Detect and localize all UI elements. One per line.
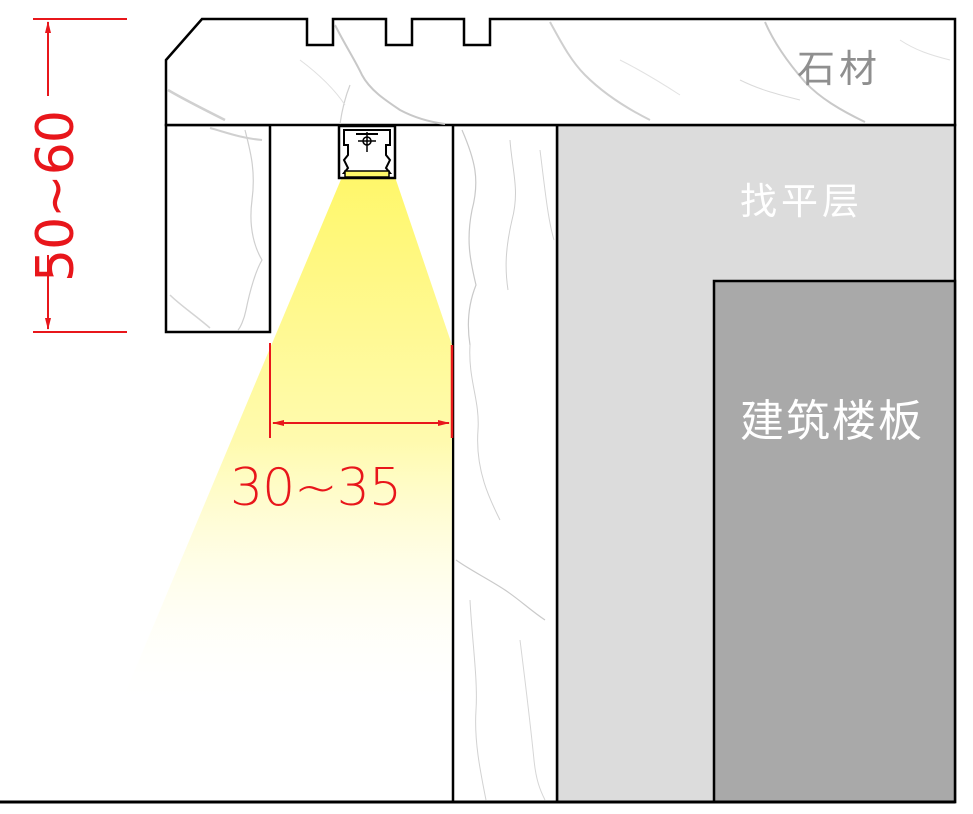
stone-label: 石材 <box>797 47 882 91</box>
light-beam <box>118 177 452 710</box>
floor-slab <box>712 279 957 804</box>
vertical-dimension <box>33 18 127 333</box>
horizontal-dimension-text: 30~35 <box>230 458 402 518</box>
left-stone-block <box>164 123 272 334</box>
led-aluminum-profile <box>337 124 397 180</box>
floor-slab-label: 建筑楼板 <box>740 396 924 447</box>
vertical-stone-panel <box>451 123 559 804</box>
horizontal-dimension <box>269 343 454 438</box>
vertical-dimension-text: 50~60 <box>26 111 86 282</box>
stone-slab <box>164 17 957 127</box>
leveling-layer-label: 找平层 <box>740 180 863 223</box>
